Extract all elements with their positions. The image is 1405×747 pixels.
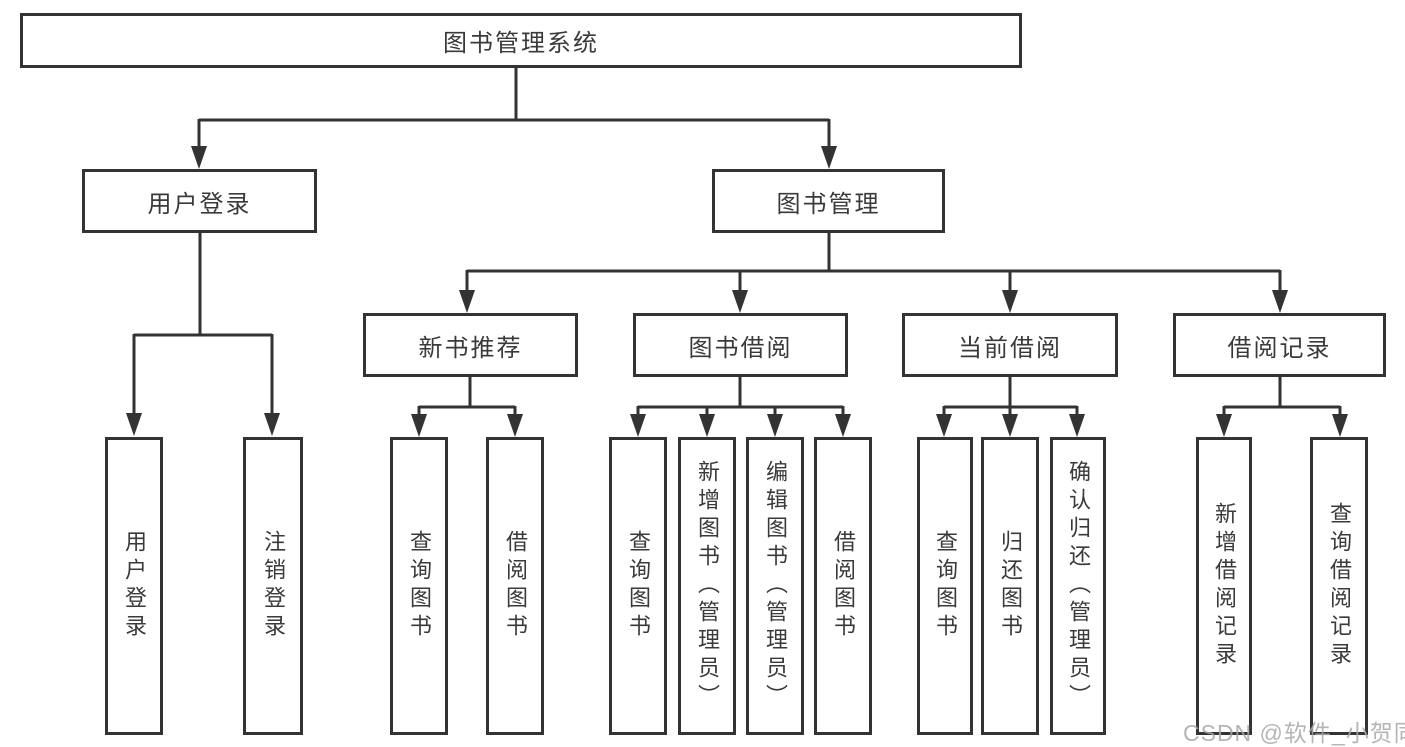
leaf-records-query-borrow-record: 查询借阅记录 <box>1310 437 1368 735</box>
leaf-current-query-books: 查询图书 <box>917 437 973 735</box>
leaf-borrow-add-books-admin: 新增图书（管理员） <box>678 437 736 735</box>
csdn-watermark: CSDN @软件_小贺同学 <box>1183 720 1405 746</box>
leaf-logout: 注销登录 <box>243 437 303 735</box>
leaf-records-add-borrow-record: 新增借阅记录 <box>1196 437 1252 735</box>
arrowhead-icons <box>126 146 1348 437</box>
node-book-management: 图书管理 <box>712 169 945 233</box>
leaf-user-login: 用户登录 <box>105 437 163 735</box>
node-root-label: 图书管理系统 <box>443 30 599 57</box>
node-current-borrowing: 当前借阅 <box>902 313 1118 377</box>
leaf-recommend-borrow-books: 借阅图书 <box>486 437 544 735</box>
node-book-management-label: 图书管理 <box>776 190 881 218</box>
node-new-book-recommendation: 新书推荐 <box>363 313 578 377</box>
leaf-borrow-query-books: 查询图书 <box>609 437 667 735</box>
node-root: 图书管理系统 <box>20 13 1022 68</box>
node-user-login-label: 用户登录 <box>147 190 252 218</box>
leaf-recommend-query-books: 查询图书 <box>390 437 448 735</box>
leaf-borrow-edit-books-admin: 编辑图书（管理员） <box>746 437 804 735</box>
node-user-login: 用户登录 <box>82 169 317 233</box>
node-book-borrowing: 图书借阅 <box>633 313 848 377</box>
leaf-current-return-books: 归还图书 <box>981 437 1039 735</box>
leaf-borrow-borrow-books: 借阅图书 <box>814 437 872 735</box>
leaf-current-confirm-return-admin: 确认归还（管理员） <box>1050 437 1106 735</box>
node-borrowing-records: 借阅记录 <box>1173 313 1386 377</box>
